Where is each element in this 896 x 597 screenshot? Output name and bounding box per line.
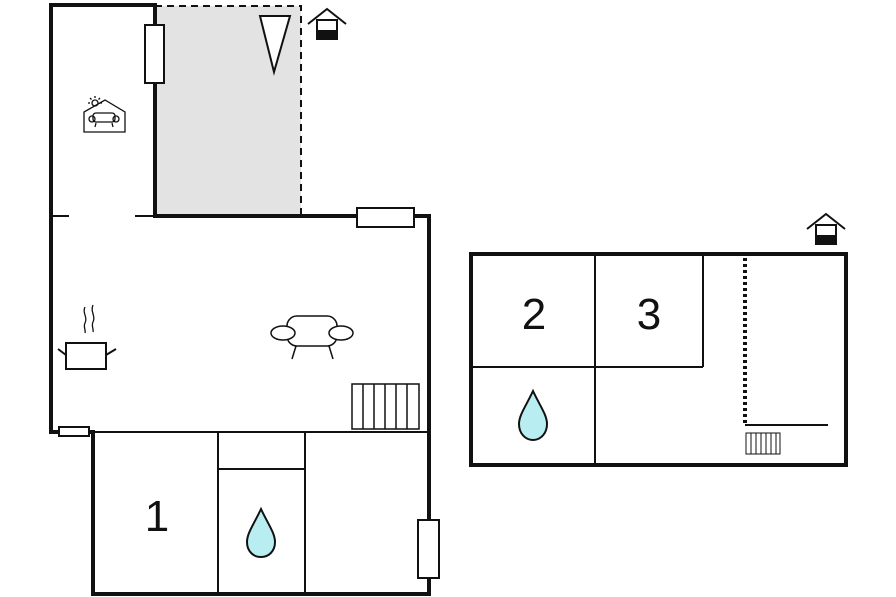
annex-building-walls xyxy=(469,252,848,467)
terrace-dashed-border xyxy=(155,5,302,216)
staircase-icon xyxy=(351,383,420,430)
room-label-3: 3 xyxy=(637,290,661,339)
house-entrance-icon xyxy=(806,212,846,245)
armchair-icon xyxy=(270,315,354,360)
room-label-1: 1 xyxy=(145,492,169,541)
terrace-sofa-icon xyxy=(83,96,126,133)
north-arrow-icon xyxy=(258,15,292,76)
radiator-icon xyxy=(745,432,781,455)
window-terrace xyxy=(144,24,165,84)
window-small-left xyxy=(58,426,90,437)
cooking-pot-icon xyxy=(57,304,117,370)
main-interior-walls xyxy=(51,215,429,594)
house-entrance-icon xyxy=(307,7,347,40)
room-label-2: 2 xyxy=(522,290,546,339)
window-bedroom-right xyxy=(417,519,440,579)
annex-outline xyxy=(469,252,848,467)
water-drop-icon xyxy=(517,388,549,442)
window-living-top xyxy=(356,207,415,228)
main-windows xyxy=(58,24,440,579)
water-drop-icon xyxy=(245,506,277,559)
